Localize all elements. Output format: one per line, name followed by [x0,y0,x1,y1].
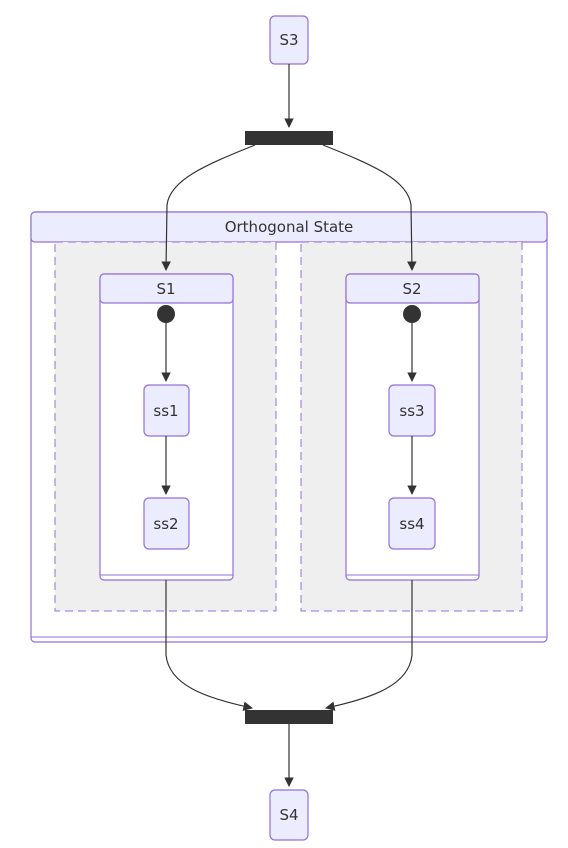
transition-s2-to-join [325,580,413,711]
start-state-s1 [157,305,175,323]
state-ss4-box [388,497,436,550]
state-s2-title: S2 [402,280,421,298]
state-s2-header [345,273,480,304]
state-s3-label: S3 [279,31,298,49]
state-s1-header [99,273,234,304]
state-s3: S3 [269,15,309,65]
state-ss1-label: ss1 [153,402,178,420]
transition-fork-to-s2 [322,144,417,271]
state-ss4-label: ss4 [399,515,424,533]
state-ss4: ss4 [388,497,436,550]
state-s4-label: S4 [279,806,298,824]
state-ss2: ss2 [143,497,190,550]
start-state-s2 [403,305,421,323]
transition-s1-to-join [165,580,253,711]
state-s1-title: S1 [156,280,175,298]
composite-state-title: Orthogonal State [225,218,354,236]
state-s4: S4 [269,789,309,841]
composite-state-header [30,211,548,243]
fork-bar [245,131,333,145]
state-ss2-label: ss2 [153,515,178,533]
state-s4-box [269,789,309,841]
transition-fork-to-s1 [161,144,256,271]
state-ss3-label: ss3 [399,402,424,420]
state-ss2-box [143,497,190,550]
state-ss1: ss1 [143,384,190,437]
state-ss3: ss3 [388,384,436,437]
join-bar [245,710,333,724]
